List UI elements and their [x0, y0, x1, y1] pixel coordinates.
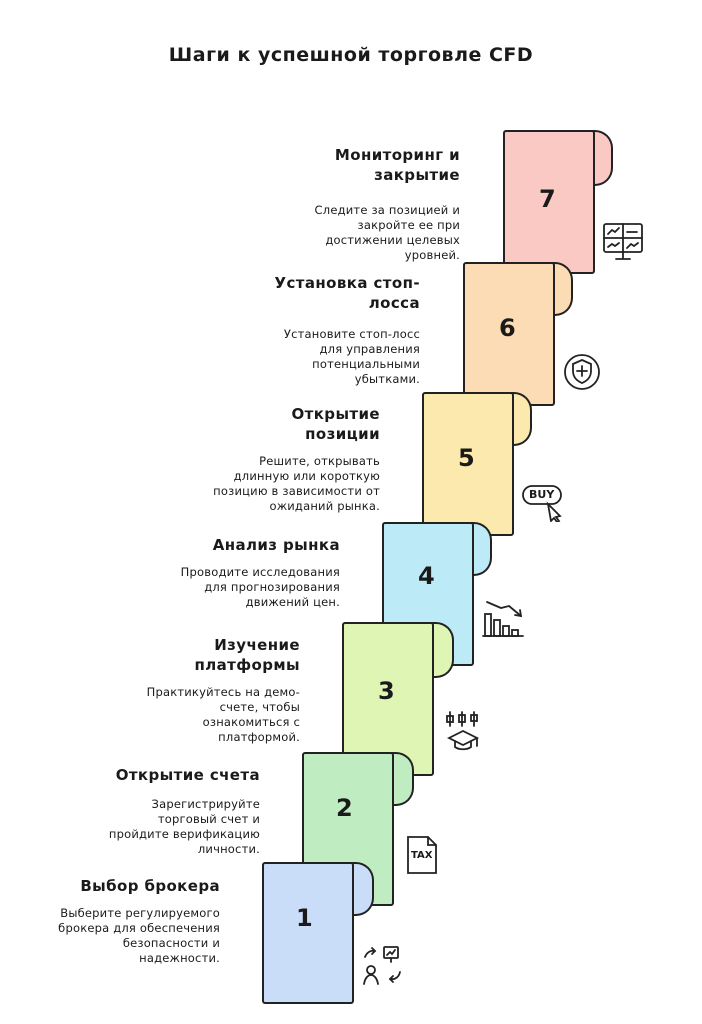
- monitor-charts-icon: [601, 222, 645, 262]
- step-description: Выберите регулируемого брокера для обесп…: [58, 906, 220, 965]
- step-number-4: 4: [418, 562, 435, 590]
- step-4-text: Анализ рынка Проводите исследования для …: [140, 535, 340, 610]
- step-heading: Выбор брокера: [80, 877, 220, 895]
- shield-plus-icon: [560, 352, 604, 392]
- paper-sheet: [422, 392, 514, 536]
- step-heading: Установка стоп-лосса: [274, 274, 420, 312]
- step-description: Установите стоп-лосс для управления поте…: [283, 327, 420, 386]
- step-3-text: Изучение платформы Практикуйтесь на демо…: [100, 635, 300, 745]
- paper-sheet: [342, 622, 434, 776]
- step-number-7: 7: [539, 185, 556, 213]
- step-heading: Изучение платформы: [194, 636, 300, 674]
- step-number-5: 5: [458, 444, 475, 472]
- step-number-3: 3: [378, 677, 395, 705]
- step-description: Практикуйтесь на демо-счете, чтобы ознак…: [146, 685, 300, 744]
- step-number-2: 2: [336, 794, 353, 822]
- step-description: Проводите исследования для прогнозирован…: [180, 565, 340, 609]
- step-number-6: 6: [499, 314, 516, 342]
- step-7-text: Мониторинг и закрытие Следите за позицие…: [260, 145, 460, 263]
- step-heading: Открытие позиции: [291, 405, 380, 443]
- step-6-text: Установка стоп-лосса Установите стоп-лос…: [220, 273, 420, 387]
- step-description: Следите за позицией и закройте ее при до…: [314, 203, 460, 262]
- paper-sheet: [463, 262, 555, 406]
- page-title: Шаги к успешной торговле CFD: [168, 44, 534, 66]
- buy-label: BUY: [529, 488, 555, 501]
- candlestick-graduation-icon: [443, 710, 483, 754]
- step-1-text: Выбор брокера Выберите регулируемого бро…: [20, 876, 220, 966]
- declining-bar-chart-icon: [481, 598, 525, 638]
- step-description: Решите, открывать длинную или короткую п…: [213, 454, 380, 513]
- step-5-text: Открытие позиции Решите, открывать длинн…: [180, 404, 380, 514]
- paper-sheet: [503, 130, 595, 274]
- paper-sheet: [262, 862, 354, 1004]
- step-heading: Мониторинг и закрытие: [334, 146, 460, 184]
- step-2-text: Открытие счета Зарегистрируйте торговый …: [60, 765, 260, 857]
- buy-click-icon: BUY: [521, 484, 567, 522]
- step-heading: Открытие счета: [115, 766, 260, 784]
- step-description: Зарегистрируйте торговый счет и пройдите…: [108, 797, 260, 856]
- step-heading: Анализ рынка: [212, 536, 340, 554]
- tax-label: TAX: [411, 850, 433, 861]
- step-number-1: 1: [296, 904, 313, 932]
- tax-document-icon: TAX: [405, 835, 439, 875]
- people-transfer-icon: [362, 945, 404, 987]
